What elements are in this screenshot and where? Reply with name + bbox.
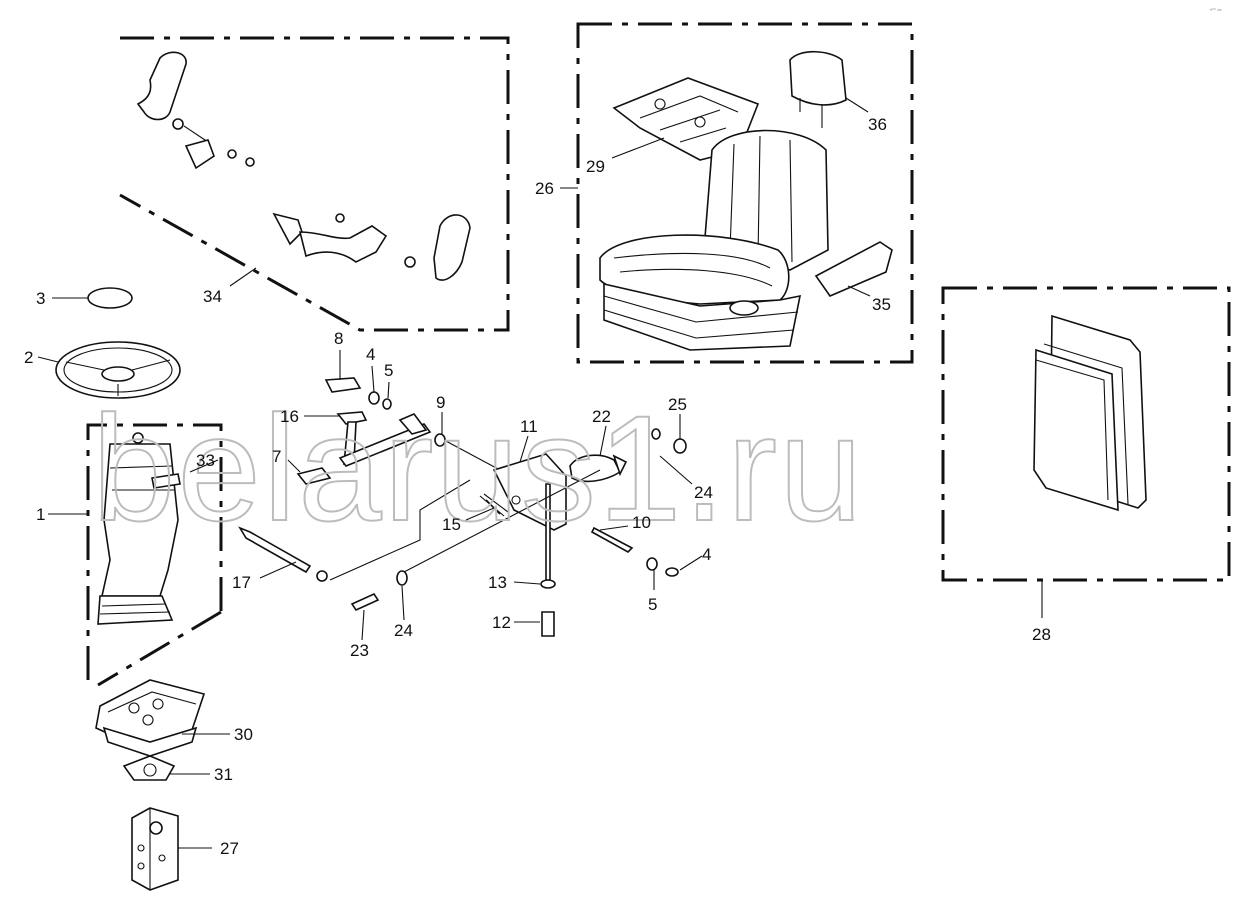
callout-27: 27 [220,839,239,858]
callout-26: 26 [535,179,554,198]
frame-group-26 [576,22,914,364]
callout-33: 33 [196,451,215,470]
callout-16: 16 [280,407,299,426]
steering-column [97,432,181,625]
callout-31: 31 [214,765,233,784]
pedal-linkage-assembly [238,377,687,637]
callout-24-right: 24 [694,483,713,502]
callout-labels: 3 2 1 33 34 26 29 36 35 28 8 4 5 16 7 9 … [24,115,1051,858]
callout-4-right: 4 [702,545,711,564]
corner-mark: ª°° ˢˡˢ [1210,8,1222,14]
seat-backrest [703,129,829,271]
frame-group-34 [119,36,510,332]
callout-7: 7 [272,447,281,466]
callout-34: 34 [203,287,222,306]
seat-back-panel [1033,314,1147,512]
callout-30: 30 [234,725,253,744]
callout-10: 10 [632,513,651,532]
horn-cap [87,287,133,309]
callout-23: 23 [350,641,369,660]
callout-9: 9 [436,393,445,412]
steering-wheel [55,341,181,399]
seat-headrest [789,50,847,106]
leader-lines [37,97,1043,849]
frame-group-28 [941,286,1231,582]
callout-24-bottom: 24 [394,621,413,640]
hydraulic-steering-unit [131,807,179,891]
watermark: belarus1.ru [92,384,864,552]
callout-15: 15 [442,515,461,534]
frame-group-1 [86,423,223,680]
callout-5-top: 5 [384,361,393,380]
callout-8: 8 [334,329,343,348]
armrest-lever-assembly [136,51,471,281]
frame-group-1-bottom [97,610,222,687]
control-valve-assembly [95,679,206,781]
callout-22: 22 [592,407,611,426]
callout-12: 12 [492,613,511,632]
callout-29: 29 [586,157,605,176]
operator-seat-assembly [599,50,893,351]
callout-5-bottom: 5 [648,595,657,614]
callout-28: 28 [1032,625,1051,644]
callout-36: 36 [868,115,887,134]
callout-13: 13 [488,573,507,592]
callout-4-top: 4 [366,345,375,364]
callout-17: 17 [232,573,251,592]
callout-1: 1 [36,505,45,524]
callout-3: 3 [36,289,45,308]
callout-25: 25 [668,395,687,414]
seat-armrest [814,241,893,297]
callout-35: 35 [872,295,891,314]
callout-11: 11 [520,417,538,436]
callout-2: 2 [24,348,33,367]
